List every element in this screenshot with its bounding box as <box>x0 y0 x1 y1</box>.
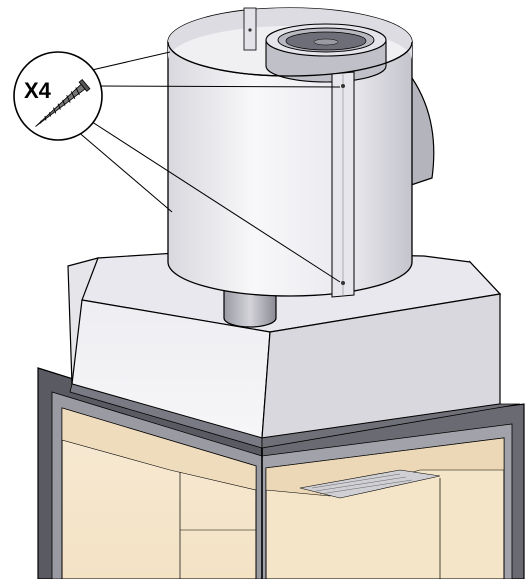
cylinder-body <box>167 41 413 297</box>
leader-line-2 <box>97 85 341 88</box>
leader-lines <box>75 51 341 283</box>
callout-circle <box>13 51 103 141</box>
screw-callout: X4 <box>13 51 103 141</box>
cylinder-inner-back <box>168 8 412 60</box>
leader-line-3 <box>85 117 341 283</box>
quantity-label: X4 <box>24 78 52 103</box>
cylinder-front-rim <box>167 41 413 77</box>
hood <box>67 251 521 449</box>
screw-icon <box>35 78 91 127</box>
screw-hole-back <box>248 28 252 32</box>
flue-pipe-center <box>313 38 339 46</box>
fireplace-body <box>37 367 525 579</box>
chimney-cylinder <box>167 7 435 298</box>
baffle-grate-lines <box>311 473 413 495</box>
hood-trim-right <box>261 403 521 449</box>
rear-flange <box>407 76 435 187</box>
screw-hole-top <box>341 84 345 88</box>
leader-line-1 <box>91 51 171 71</box>
leader-line-4 <box>75 129 173 213</box>
screw-hole-bottom <box>341 281 345 285</box>
firebox-top-left <box>61 407 257 491</box>
firebox-top-right <box>265 437 505 497</box>
